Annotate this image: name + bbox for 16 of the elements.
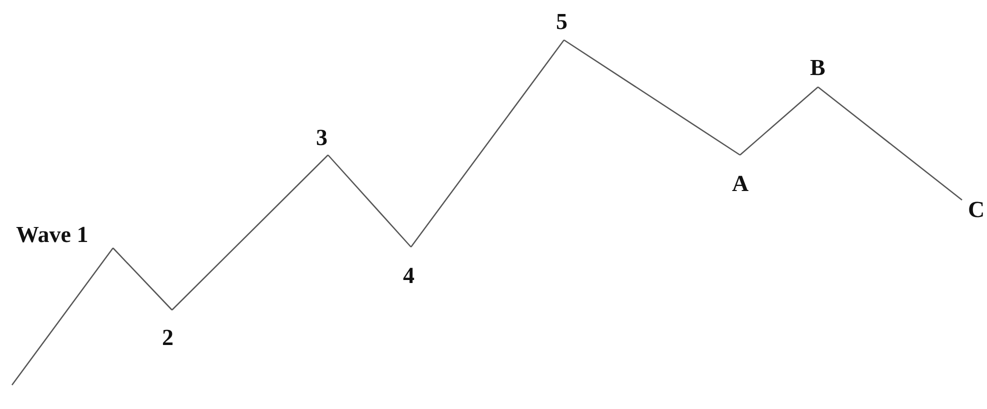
wave-line [328, 154, 412, 248]
wave-line [11, 248, 114, 386]
wave-line [172, 154, 328, 310]
wave-line [740, 86, 818, 156]
wave-label: 3 [316, 126, 328, 150]
wave-label: B [810, 56, 826, 80]
wave-line [112, 248, 172, 310]
wave-line [410, 40, 565, 248]
wave-line [564, 39, 740, 156]
wave-label: Wave 1 [16, 223, 88, 247]
wave-label: 5 [556, 10, 568, 34]
wave-label: 2 [162, 326, 174, 350]
wave-label: A [732, 172, 749, 196]
wave-label: C [968, 198, 985, 222]
wave-label: 4 [403, 264, 414, 288]
wave-line [818, 86, 962, 201]
